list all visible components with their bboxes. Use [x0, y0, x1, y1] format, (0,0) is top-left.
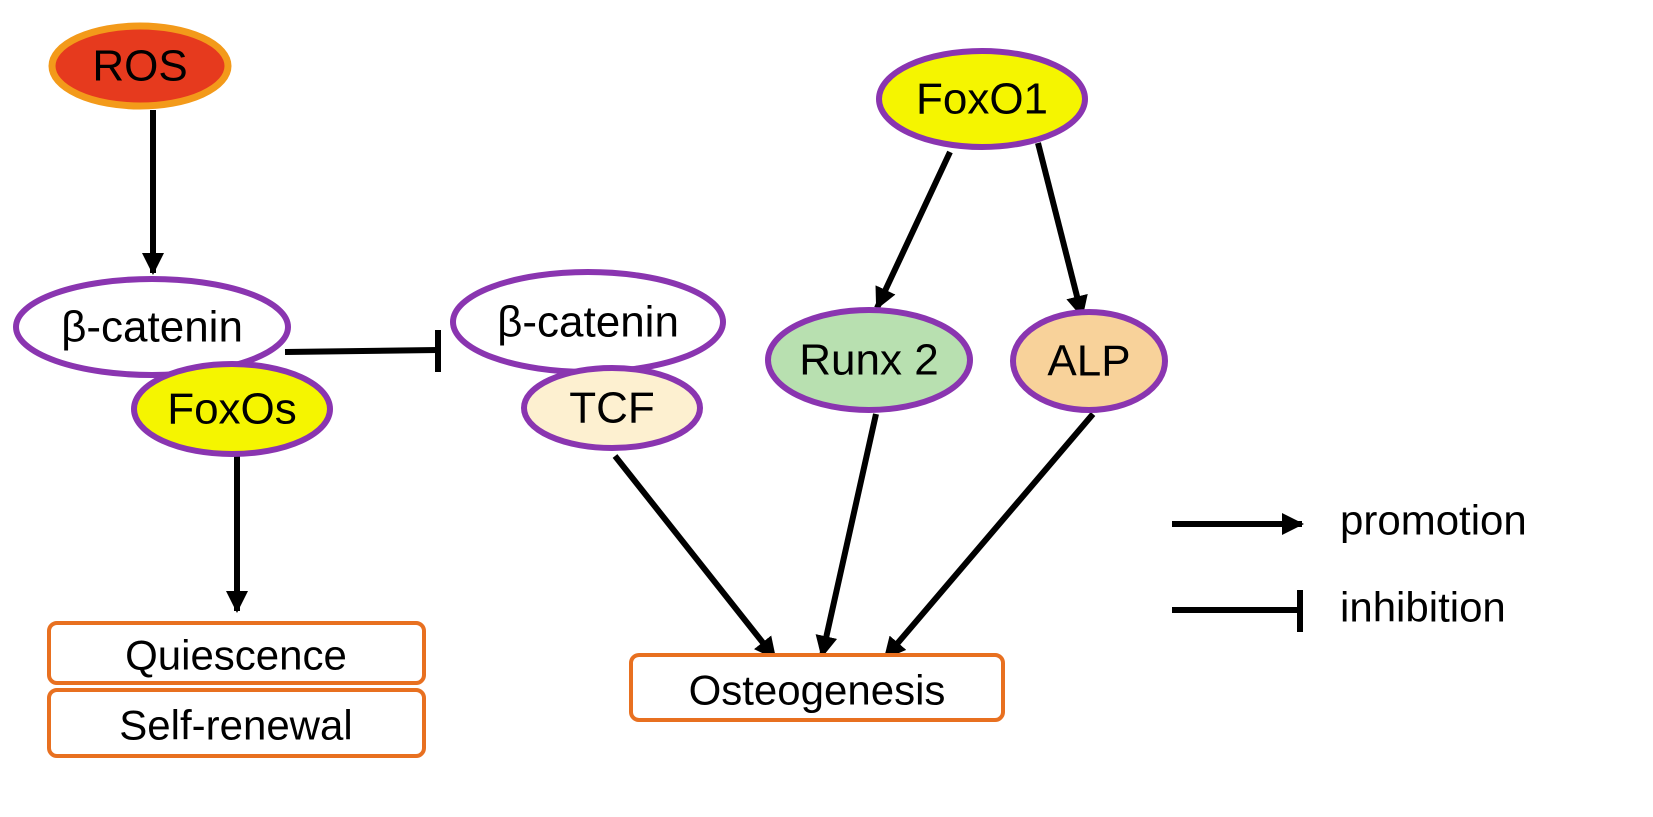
box-self-renewal-label: Self-renewal	[119, 702, 352, 749]
edge-foxo1-to-runx2	[874, 150, 953, 310]
node-ros: ROS	[48, 22, 232, 110]
node-alp-label: ALP	[1047, 337, 1130, 386]
legend-inhibition-label: inhibition	[1340, 584, 1506, 631]
node-runx2: Runx 2	[765, 307, 973, 413]
box-self-renewal-shape	[47, 688, 426, 758]
node-runx2-label: Runx 2	[799, 336, 938, 385]
node-foxo1-shape	[876, 48, 1088, 150]
legend: promotion inhibition	[1172, 497, 1527, 632]
box-quiescence: Quiescence	[47, 621, 426, 685]
edges	[142, 110, 1096, 660]
node-foxos-label: FoxOs	[167, 385, 297, 434]
legend-promotion-label: promotion	[1340, 497, 1527, 544]
node-foxos: FoxOs	[131, 361, 333, 457]
box-self-renewal: Self-renewal	[47, 688, 426, 758]
edge-alp-to-osteogenesis	[882, 412, 1096, 660]
box-quiescence-label: Quiescence	[125, 632, 347, 679]
node-beta-catenin-left-shape	[13, 276, 291, 378]
box-quiescence-shape	[47, 621, 426, 685]
node-beta-catenin-right: β-catenin	[450, 269, 726, 375]
node-runx2-shape	[765, 307, 973, 413]
edge-runx2-to-osteogenesis	[815, 413, 879, 658]
box-osteogenesis-label: Osteogenesis	[689, 667, 946, 714]
edge-inhibition-line	[284, 347, 439, 355]
node-tcf: TCF	[521, 365, 703, 451]
node-ros-label: ROS	[92, 42, 187, 91]
edge-tcf-to-osteogenesis	[612, 454, 778, 660]
node-tcf-label: TCF	[569, 384, 655, 433]
node-ros-shape	[48, 22, 232, 110]
node-beta-catenin-left: β-catenin	[13, 276, 291, 378]
node-tcf-shape	[521, 365, 703, 451]
node-foxos-shape	[131, 361, 333, 457]
node-alp: ALP	[1010, 309, 1168, 413]
legend-promotion: promotion	[1172, 497, 1527, 544]
box-osteogenesis: Osteogenesis	[629, 653, 1005, 722]
node-alp-shape	[1010, 309, 1168, 413]
node-beta-catenin-left-label: β-catenin	[61, 303, 243, 352]
box-osteogenesis-shape	[629, 653, 1005, 722]
node-foxo1-label: FoxO1	[916, 75, 1048, 124]
node-foxo1: FoxO1	[876, 48, 1088, 150]
edge-foxo1-to-alp	[1035, 142, 1088, 318]
legend-inhibition: inhibition	[1172, 584, 1506, 632]
node-beta-catenin-right-label: β-catenin	[497, 298, 679, 347]
